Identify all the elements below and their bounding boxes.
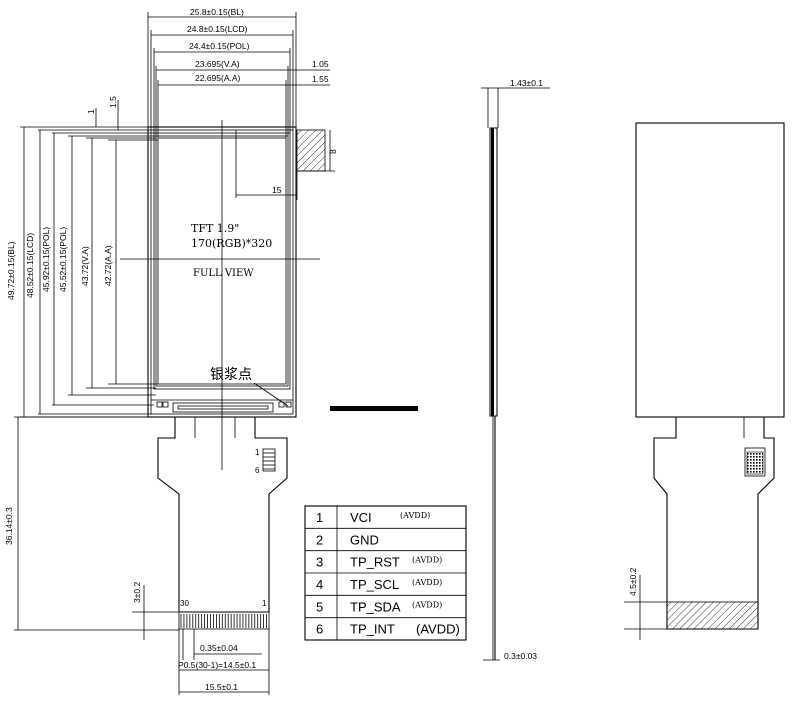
- svg-text:P0.5(30-1)=14.5±0.1: P0.5(30-1)=14.5±0.1: [178, 660, 256, 670]
- pin-number: 1: [316, 510, 323, 525]
- pin-name: VCI: [350, 510, 372, 525]
- back-connector: [746, 451, 764, 475]
- svg-text:42.72(A.A): 42.72(A.A): [103, 245, 113, 286]
- back-outline: [635, 122, 785, 418]
- svg-text:49.72±0.15(BL): 49.72±0.15(BL): [6, 241, 16, 300]
- corner-hatch: [296, 129, 326, 172]
- svg-text:15.5±0.1: 15.5±0.1: [205, 682, 238, 692]
- pin-note: (AVDD): [412, 556, 442, 565]
- side-view: 1.43±0.1 0.3±0.03: [481, 78, 550, 661]
- svg-text:25.8±0.15(BL): 25.8±0.15(BL): [190, 7, 244, 17]
- pin-note: (AVDD): [412, 600, 442, 609]
- pin-first-label: 30: [180, 599, 189, 608]
- pin-number: 6: [316, 622, 323, 637]
- pin-number: 4: [316, 577, 323, 592]
- back-tail-dim: 4.5±0.2: [628, 567, 638, 596]
- tp-pin-6: 6: [255, 466, 260, 475]
- pin-number: 5: [316, 599, 323, 614]
- pin-note: (AVDD): [416, 622, 460, 637]
- svg-text:24.4±0.15(POL): 24.4±0.15(POL): [189, 41, 250, 51]
- pin-note: (AVDD): [400, 511, 430, 520]
- pin-name: TP_SDA: [350, 599, 401, 614]
- svg-text:3±0.2: 3±0.2: [132, 582, 142, 603]
- svg-text:48.52±0.15(LCD): 48.52±0.15(LCD): [25, 233, 35, 298]
- svg-text:1.05: 1.05: [312, 59, 329, 69]
- screen-title: TFT 1.9": [191, 222, 239, 235]
- fpc-thickness-dim: 0.3±0.03: [504, 651, 537, 661]
- corner-width-dim: 15: [272, 185, 282, 195]
- width-dimensions: 25.8±0.15(BL) 24.8±0.15(LCD) 24.4±0.15(P…: [147, 7, 330, 138]
- pin-table: 1 VCI (AVDD) 2 GND 3 TP_RST (AVDD) 4 TP_SCL (AVDD)…: [304, 505, 467, 641]
- tp-pin-1: 1: [255, 448, 260, 457]
- pin-name: TP_SCL: [350, 577, 399, 592]
- svg-text:1.5: 1.5: [108, 96, 118, 108]
- corner-height-dim: 8: [328, 149, 338, 154]
- svg-text:45.92±0.15(POL): 45.92±0.15(POL): [41, 227, 51, 292]
- svg-text:22.695(A.A): 22.695(A.A): [195, 73, 241, 83]
- thickness-dim: 1.43±0.1: [510, 78, 543, 88]
- silver-paste-label: 银浆点: [210, 366, 252, 382]
- svg-text:23.695(V.A): 23.695(V.A): [195, 59, 240, 69]
- svg-text:0.35±0.04: 0.35±0.04: [200, 643, 238, 653]
- screen-resolution: 170(RGB)*320: [191, 237, 272, 250]
- svg-text:1: 1: [86, 109, 96, 114]
- fpc-outline: [157, 417, 288, 613]
- back-view: 4.5±0.2: [624, 122, 785, 640]
- pin-name: TP_RST: [350, 555, 400, 570]
- back-stiffener: [666, 601, 759, 630]
- svg-text:36.14±0.3: 36.14±0.3: [4, 507, 14, 545]
- gold-fingers: [178, 611, 270, 630]
- pin-last-label: 1: [262, 599, 267, 608]
- pin-name: TP_INT: [350, 622, 395, 637]
- svg-text:1.55: 1.55: [312, 74, 329, 84]
- svg-text:43.72(V.A): 43.72(V.A): [80, 246, 90, 286]
- height-dimensions: 49.72±0.15(BL) 48.52±0.15(LCD) 45.92±0.1…: [6, 96, 158, 418]
- svg-text:24.8±0.15(LCD): 24.8±0.15(LCD): [187, 24, 248, 34]
- front-view: 8 15 TFT 1.9" 170(RGB)*320 FULL VIEW 银浆点: [4, 7, 338, 695]
- screen-view: FULL VIEW: [193, 268, 254, 279]
- svg-text:45.52±0.15(POL): 45.52±0.15(POL): [58, 227, 68, 292]
- back-fpc-outline: [653, 417, 775, 630]
- pin-name: GND: [350, 532, 379, 547]
- fpc-dimensions: 36.14±0.3 3±0.2 0.35±0.04 P0.5(30-1)=14.…: [4, 416, 270, 695]
- pin-note: (AVDD): [412, 578, 442, 587]
- fpc-bend-bar: [330, 406, 418, 411]
- pin-number: 3: [316, 555, 323, 570]
- pin-number: 2: [316, 532, 323, 547]
